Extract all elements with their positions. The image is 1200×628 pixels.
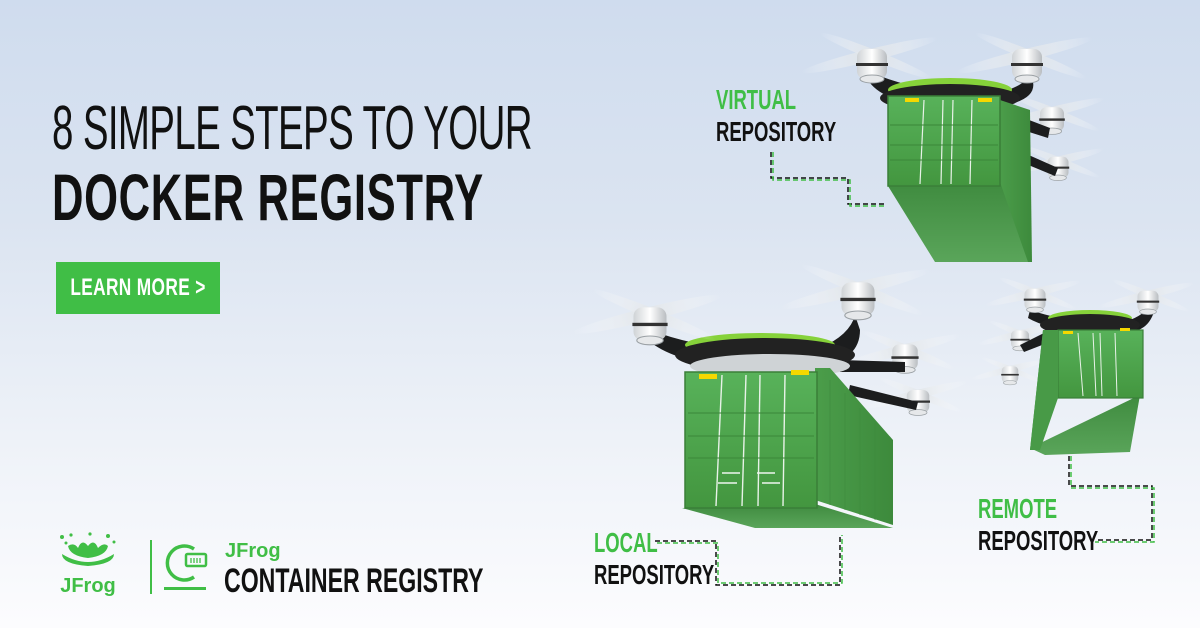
headline-line-1: 8 SIMPLE STEPS TO YOUR (52, 94, 532, 163)
jfrog-logo-icon: JFrog (60, 532, 116, 596)
virtual-connector (770, 152, 885, 207)
remote-drone (970, 274, 1196, 455)
local-repository-label: LOCAL REPOSITORY (594, 528, 776, 590)
virtual-label-accent: VIRTUAL (716, 84, 797, 115)
jfrog-brand-text: JFrog (225, 540, 281, 562)
logo-lockup: JFrog JFrog CONTAINER REGISTRY (56, 532, 483, 600)
local-drone (570, 259, 969, 528)
container-registry-icon (164, 544, 208, 590)
svg-text:JFrog: JFrog (60, 575, 116, 596)
learn-more-button[interactable]: LEARN MORE > (56, 262, 220, 314)
headline: 8 SIMPLE STEPS TO YOUR DOCKER REGISTRY (52, 94, 572, 234)
container-registry-title: CONTAINER REGISTRY (224, 562, 484, 600)
headline-line-2: DOCKER REGISTRY (52, 160, 484, 234)
local-label-accent: LOCAL (594, 527, 658, 558)
logo-divider (150, 540, 152, 594)
virtual-label-text: REPOSITORY (716, 116, 837, 147)
local-label-text: REPOSITORY (594, 559, 715, 590)
remote-repository-label: REMOTE REPOSITORY (978, 494, 1160, 556)
virtual-repository-label: VIRTUAL REPOSITORY (716, 85, 898, 147)
remote-label-accent: REMOTE (978, 493, 1058, 524)
learn-more-label: LEARN MORE > (70, 274, 206, 301)
remote-label-text: REPOSITORY (978, 525, 1099, 556)
